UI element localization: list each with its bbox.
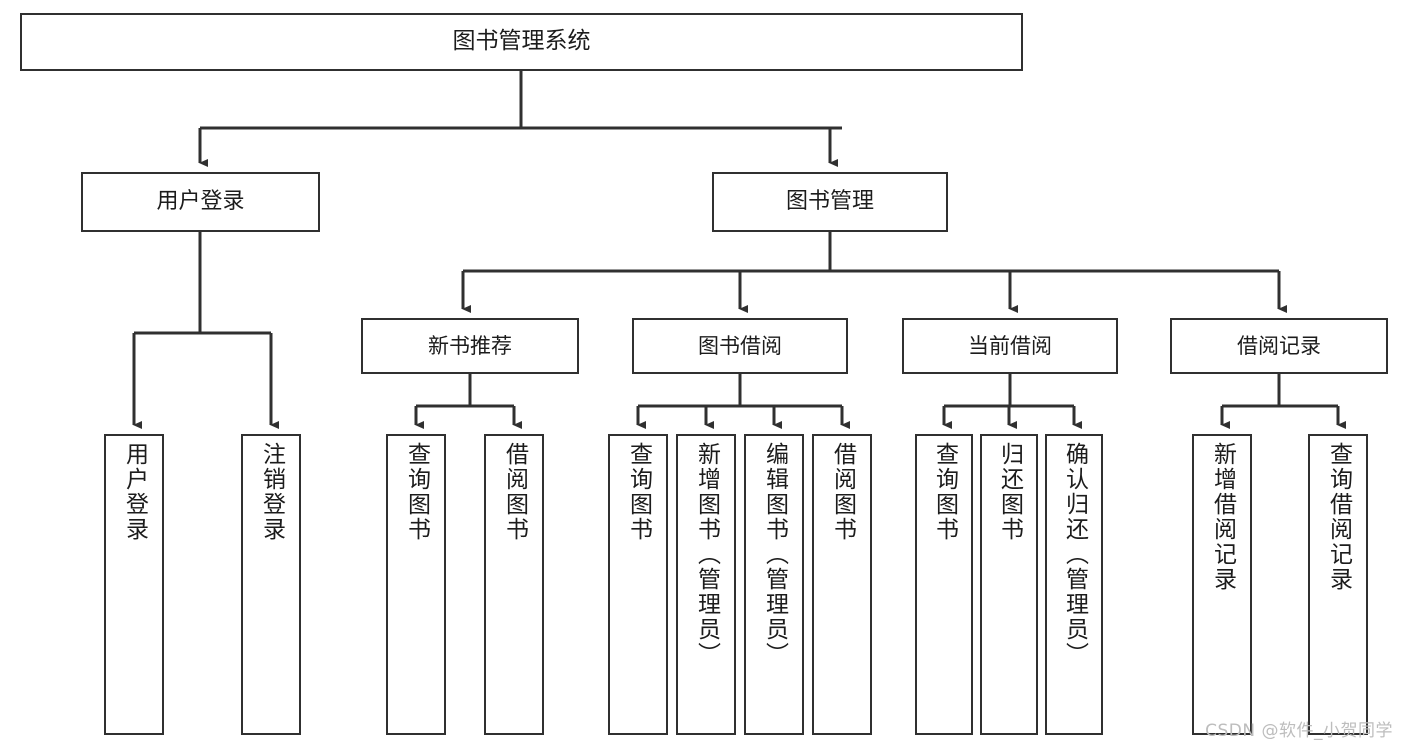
leaf-edit-book-admin-label: 编辑图书（管理员） xyxy=(761,442,788,667)
leaf-query-book-rec-label: 查询图书 xyxy=(403,442,430,542)
connector-group-book-manage xyxy=(461,232,1287,313)
leaf-query-book-current[interactable]: 查询图书 xyxy=(915,434,973,735)
leaf-user-login-label: 用户登录 xyxy=(121,442,148,542)
node-book-manage[interactable]: 图书管理 xyxy=(712,172,948,232)
node-book-borrow-label: 图书借阅 xyxy=(698,333,782,358)
connector-group-root xyxy=(198,71,842,167)
node-book-borrow[interactable]: 图书借阅 xyxy=(632,318,848,374)
node-current-borrow[interactable]: 当前借阅 xyxy=(902,318,1118,374)
leaf-confirm-return-admin[interactable]: 确认归还（管理员） xyxy=(1045,434,1103,735)
leaf-borrow-book-label: 借阅图书 xyxy=(829,442,856,542)
leaf-borrow-book-rec[interactable]: 借阅图书 xyxy=(484,434,544,735)
node-book-manage-label: 图书管理 xyxy=(785,189,874,215)
node-user-login-label: 用户登录 xyxy=(156,189,245,215)
node-new-book-recommend[interactable]: 新书推荐 xyxy=(361,318,579,374)
leaf-borrow-book-rec-label: 借阅图书 xyxy=(501,442,528,542)
connector-group-user-login xyxy=(132,232,279,429)
leaf-user-logout-label: 注销登录 xyxy=(258,442,285,542)
leaf-query-book-borrow[interactable]: 查询图书 xyxy=(608,434,668,735)
node-user-login[interactable]: 用户登录 xyxy=(81,172,320,232)
connector-group-new-book-recommend xyxy=(414,374,522,429)
leaf-edit-book-admin[interactable]: 编辑图书（管理员） xyxy=(744,434,804,735)
leaf-add-borrow-record[interactable]: 新增借阅记录 xyxy=(1192,434,1252,735)
leaf-confirm-return-admin-label: 确认归还（管理员） xyxy=(1061,442,1088,667)
leaf-return-book[interactable]: 归还图书 xyxy=(980,434,1038,735)
leaf-query-borrow-record[interactable]: 查询借阅记录 xyxy=(1308,434,1368,735)
node-borrow-record[interactable]: 借阅记录 xyxy=(1170,318,1388,374)
leaf-add-book-admin-label: 新增图书（管理员） xyxy=(693,442,720,667)
node-new-book-recommend-label: 新书推荐 xyxy=(428,333,512,358)
node-root-label: 图书管理系统 xyxy=(452,28,591,55)
leaf-query-borrow-record-label: 查询借阅记录 xyxy=(1325,442,1352,592)
node-current-borrow-label: 当前借阅 xyxy=(968,333,1052,358)
leaf-query-book-rec[interactable]: 查询图书 xyxy=(386,434,446,735)
leaf-return-book-label: 归还图书 xyxy=(996,442,1023,542)
leaf-add-book-admin[interactable]: 新增图书（管理员） xyxy=(676,434,736,735)
connector-group-current-borrow xyxy=(942,374,1082,429)
leaf-query-book-current-label: 查询图书 xyxy=(931,442,958,542)
leaf-add-borrow-record-label: 新增借阅记录 xyxy=(1209,442,1236,592)
leaf-borrow-book[interactable]: 借阅图书 xyxy=(812,434,872,735)
leaf-user-login[interactable]: 用户登录 xyxy=(104,434,164,735)
node-borrow-record-label: 借阅记录 xyxy=(1237,333,1321,358)
node-root[interactable]: 图书管理系统 xyxy=(20,13,1023,71)
connector-group-borrow-record xyxy=(1220,374,1346,429)
leaf-user-logout[interactable]: 注销登录 xyxy=(241,434,301,735)
leaf-query-book-borrow-label: 查询图书 xyxy=(625,442,652,542)
connector-group-book-borrow xyxy=(636,374,850,429)
